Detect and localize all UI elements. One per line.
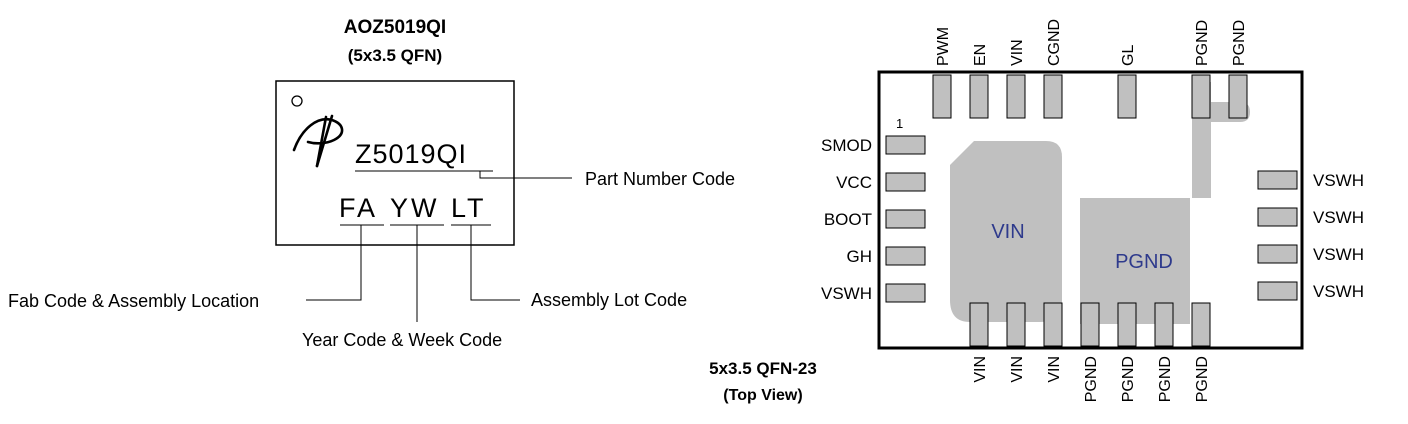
top-pin-label: PGND	[1194, 20, 1211, 66]
top-pin-pad	[1191, 74, 1211, 119]
right-pin-pad	[1257, 281, 1298, 301]
pin1-marker-label: 1	[896, 116, 903, 131]
label-year-week: Year Code & Week Code	[302, 330, 502, 350]
bottom-pin-pad	[1080, 302, 1100, 347]
label-lot: Assembly Lot Code	[531, 290, 687, 310]
top-pin-pad	[969, 74, 989, 119]
package-subtitle: (Top View)	[723, 387, 802, 404]
top-pin-label: CGND	[1046, 19, 1063, 66]
left-pin-pad	[885, 135, 926, 155]
top-pins: PWM EN VIN CGND GL PGND PGND	[932, 19, 1248, 119]
left-pin-label: BOOT	[824, 210, 872, 229]
left-pins: SMOD VCC BOOT GH VSWH	[821, 135, 926, 303]
bottom-pin-label: PGND	[1120, 356, 1137, 402]
left-pin-pad	[885, 283, 926, 303]
top-pin-label: PWM	[935, 27, 952, 66]
right-pin-label: VSWH	[1313, 282, 1364, 301]
left-pin-label: GH	[847, 247, 873, 266]
bottom-pin-pad	[1154, 302, 1174, 347]
top-pin-pad	[1043, 74, 1063, 119]
right-pin-label: VSWH	[1313, 208, 1364, 227]
pin1-dot-icon	[291, 95, 303, 107]
bottom-pin-label: PGND	[1157, 356, 1174, 402]
package-title: 5x3.5 QFN-23	[709, 359, 817, 378]
top-pin-label: EN	[972, 44, 989, 66]
bottom-pin-pad	[1043, 302, 1063, 347]
label-part-number: Part Number Code	[585, 169, 735, 189]
top-pin-pad	[1117, 74, 1137, 119]
right-pin-pad	[1257, 244, 1298, 264]
code-lot-text: LT	[451, 193, 487, 223]
left-pin-pad	[885, 209, 926, 229]
top-pin-label: VIN	[1009, 39, 1026, 66]
part-callout-line	[479, 171, 572, 179]
marking-subtitle: (5x3.5 QFN)	[348, 46, 442, 65]
pgnd-pad-label: PGND	[1115, 251, 1173, 273]
marking-title: AOZ5019QI	[344, 17, 446, 38]
vin-pad-label: VIN	[991, 221, 1024, 243]
lot-callout-line	[470, 225, 520, 301]
bottom-pin-label: VIN	[1046, 356, 1063, 383]
right-pin-label: VSWH	[1313, 171, 1364, 190]
top-pin-pad	[1228, 74, 1248, 119]
bottom-pin-pad	[1191, 302, 1211, 347]
package-pinout: VIN PGND 1 PWM EN VIN CGND GL PGND PGND SMOD VC…	[709, 19, 1364, 404]
top-pin-pad	[932, 74, 952, 119]
chip-body	[275, 80, 515, 246]
left-pin-pad	[885, 172, 926, 192]
bottom-pin-pad	[1006, 302, 1026, 347]
marking-diagram: AOZ5019QI (5x3.5 QFN) Z5019QI FA YW LT P…	[8, 17, 735, 350]
right-pins: VSWH VSWH VSWH VSWH	[1257, 170, 1364, 301]
left-pin-label: VCC	[836, 173, 872, 192]
bottom-pin-pad	[969, 302, 989, 347]
part-number-text: Z5019QI	[355, 139, 467, 169]
pgnd-exposed-pad	[1080, 82, 1250, 324]
bottom-pin-pad	[1117, 302, 1137, 347]
bottom-pin-label: VIN	[972, 356, 989, 383]
top-pin-label: GL	[1120, 45, 1137, 66]
top-pin-label: PGND	[1231, 20, 1248, 66]
right-pin-pad	[1257, 170, 1298, 190]
code-year-week: YW	[390, 193, 440, 223]
code-fab: FA	[339, 193, 378, 223]
right-pin-pad	[1257, 207, 1298, 227]
left-pin-pad	[885, 246, 926, 266]
fab-callout-line	[306, 225, 362, 301]
right-pin-label: VSWH	[1313, 245, 1364, 264]
vin-exposed-pad	[950, 141, 1062, 322]
bottom-pins: VIN VIN VIN PGND PGND PGND PGND	[969, 302, 1211, 402]
bottom-pin-label: PGND	[1194, 356, 1211, 402]
bottom-pin-label: PGND	[1083, 356, 1100, 402]
left-pin-label: VSWH	[821, 284, 872, 303]
company-logo-icon	[292, 114, 344, 168]
label-fab: Fab Code & Assembly Location	[8, 291, 259, 311]
left-pin-label: SMOD	[821, 136, 872, 155]
top-pin-pad	[1006, 74, 1026, 119]
bottom-pin-label: VIN	[1009, 356, 1026, 383]
